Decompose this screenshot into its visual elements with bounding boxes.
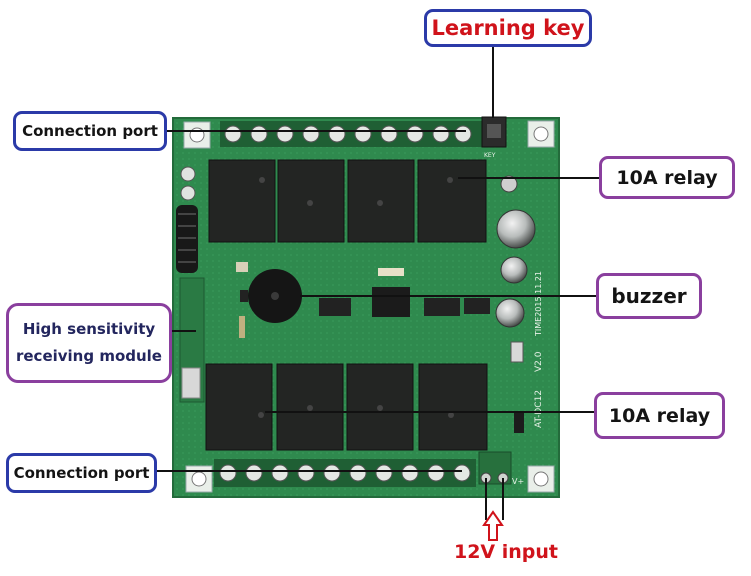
board-vplus-text: V+ xyxy=(512,477,524,486)
board-date-text: TIME2015.11.21 xyxy=(534,271,543,337)
receiving-module-label-line1: High sensitivity xyxy=(22,320,156,338)
receiving-module-label-line2: receiving module xyxy=(15,347,162,365)
receiving-module-label: High sensitivity receiving module xyxy=(6,303,172,383)
learning-key-button xyxy=(481,116,507,148)
board-version-text: V2.0 xyxy=(534,351,544,372)
learning-key-label: Learning key xyxy=(424,9,592,47)
relay-row-top xyxy=(208,159,487,243)
leader-lines xyxy=(157,47,599,520)
board-model-text: AT-DC12 xyxy=(534,390,544,428)
ic-chips xyxy=(236,262,490,338)
mounting-holes xyxy=(183,120,555,493)
power-input-terminal xyxy=(478,451,512,485)
terminal-block-bottom xyxy=(214,459,476,487)
power-input-arrow xyxy=(482,510,504,541)
terminal-block-top xyxy=(220,121,482,147)
capacitors xyxy=(495,175,536,328)
relay-top-label: 10A relay xyxy=(599,156,735,199)
buzzer-label: buzzer xyxy=(596,273,702,319)
antenna-coil xyxy=(176,205,198,273)
power-input-label: 12V input xyxy=(453,541,558,563)
relay-bottom-label: 10A relay xyxy=(594,392,725,439)
connection-port-bottom-label: Connection port xyxy=(6,453,157,493)
board-key-text: KEY xyxy=(484,152,496,159)
relay-row-bottom xyxy=(205,363,488,451)
buzzer-component xyxy=(248,269,302,323)
connection-port-top-label: Connection port xyxy=(13,111,167,151)
